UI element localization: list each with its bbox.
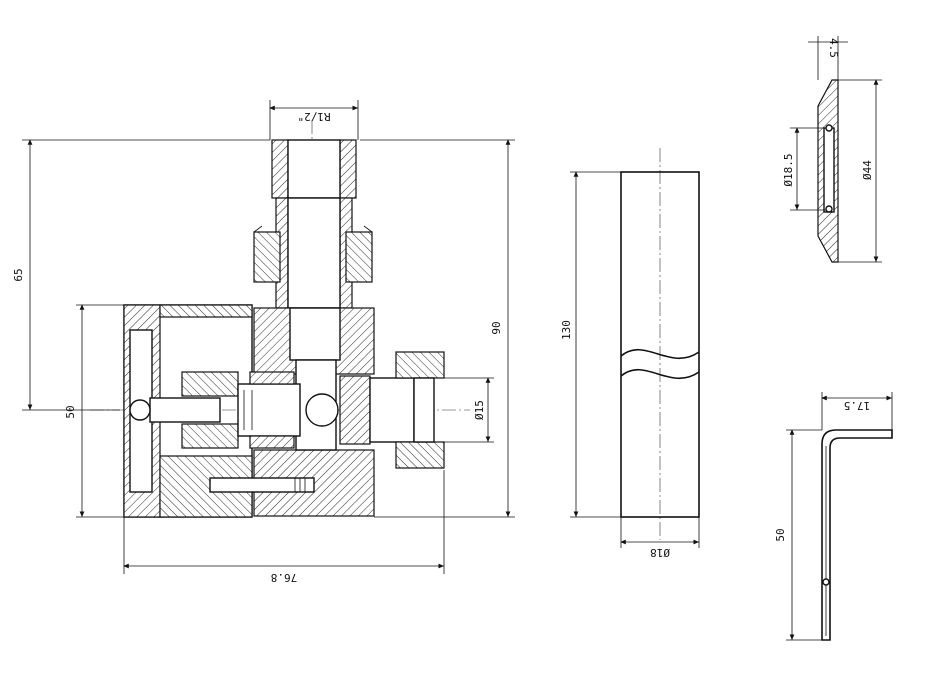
- valve-body: [253, 307, 375, 517]
- outlet-connector: [339, 351, 445, 469]
- dim-label-d44: Ø44: [861, 160, 874, 180]
- dim-label-90: 90: [490, 321, 503, 334]
- dim-label-50: 50: [64, 405, 77, 418]
- extension-tube-view: 130 Ø18: [560, 148, 700, 559]
- dim-label-130: 130: [560, 320, 573, 340]
- dim-label-65: 65: [12, 268, 25, 281]
- dim-label-d18: Ø18: [650, 546, 670, 559]
- dim-label-r12: R1/2": [297, 110, 330, 123]
- inlet-thread-connector: [253, 139, 373, 309]
- dim-label-17-5: 17.5: [844, 399, 871, 412]
- dim-label-wrench-50: 50: [774, 528, 787, 541]
- l-key-view: 17.5 50: [774, 392, 893, 641]
- dim-label-76-8: 76.8: [271, 571, 298, 584]
- valve-cartridge: [129, 371, 339, 449]
- valve-dimensions: 65 90 50 76.8 R1/2" Ø15: [12, 100, 515, 584]
- dim-label-d18-5: Ø18.5: [782, 153, 795, 186]
- dim-label-d15: Ø15: [473, 400, 486, 420]
- escutcheon-view: 4.5 Ø18.5 Ø44: [782, 36, 882, 263]
- dim-label-4-5: 4.5: [827, 38, 840, 58]
- valve-section-view: 65 90 50 76.8 R1/2" Ø15: [12, 100, 515, 584]
